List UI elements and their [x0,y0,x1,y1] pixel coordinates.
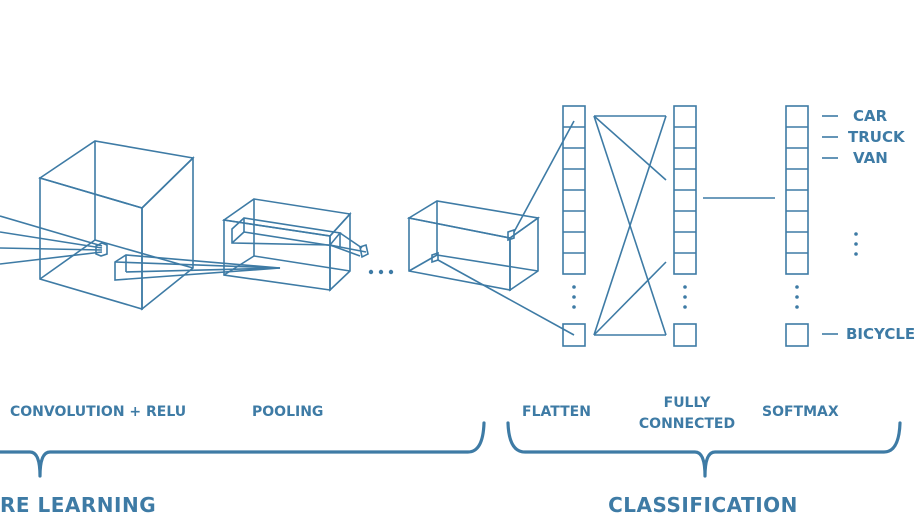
convolution-feature-volume [38,140,195,311]
feature-learning-brace [0,421,486,478]
pooling-feature-volume [221,198,369,292]
stage-label-flatten: FLATTEN [522,404,591,420]
input-connection-lines [0,215,103,265]
dense-connection-lines [593,115,667,336]
stage-label-fully-connected: FULLY [664,395,712,411]
convolution-to-pooling-prism [114,254,281,281]
group-label-feature-learning: RE LEARNING [0,493,156,517]
stage-label-pooling: POOLING [252,404,323,420]
stage-label-convolution-relu: CONVOLUTION + RELU [10,404,186,420]
output-class-label: CAR [853,107,888,125]
stage-label-softmax: SOFTMAX [762,404,839,420]
output-class-ticks [822,115,838,335]
fully-connected-column [673,105,697,347]
stage-label-fully-connected: CONNECTED [639,416,735,432]
final-feature-volume [406,200,541,292]
output-class-label: VAN [853,149,888,167]
output-class-label: BICYCLE [846,325,915,343]
middle-ellipsis [368,269,394,275]
group-label-classification: CLASSIFICATION [608,493,798,517]
output-class-ellipsis [854,232,858,256]
output-class-label: TRUCK [848,128,906,146]
volume-to-flatten-lines [437,120,575,336]
softmax-column [785,105,809,347]
classification-brace [506,421,902,478]
flatten-column [562,105,586,347]
